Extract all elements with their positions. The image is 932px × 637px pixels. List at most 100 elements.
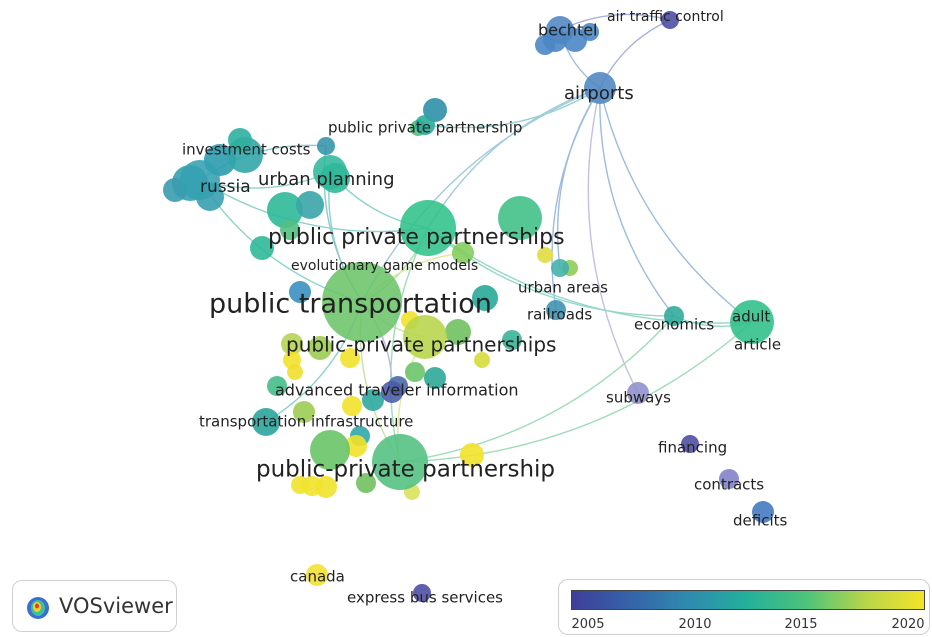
bubble-air-traffic-control[interactable] xyxy=(661,11,679,29)
bubble-bechtel[interactable] xyxy=(546,16,574,44)
minor-term-bubble[interactable] xyxy=(267,376,287,396)
link-airports-public-transportation xyxy=(361,87,601,303)
minor-term-bubble[interactable] xyxy=(296,191,324,219)
minor-term-bubble[interactable] xyxy=(342,396,362,416)
bubble-contracts[interactable] xyxy=(719,469,739,489)
bubble-public-transportation[interactable] xyxy=(322,262,402,342)
bubble-investment-costs[interactable] xyxy=(317,137,335,155)
link-public-private-partnership-b-economics xyxy=(399,315,675,463)
minor-term-bubble[interactable] xyxy=(287,364,303,380)
minor-term-bubble[interactable] xyxy=(293,401,315,423)
label-public-private-partnership-b[interactable]: public-private partnership xyxy=(256,457,555,483)
minor-term-bubble[interactable] xyxy=(581,23,599,41)
label-canada[interactable]: canada xyxy=(290,568,345,586)
bubble-evolutionary-game-models[interactable] xyxy=(452,242,474,264)
minor-term-bubble[interactable] xyxy=(472,285,498,311)
minor-term-bubble[interactable] xyxy=(267,192,303,228)
minor-term-bubble[interactable] xyxy=(474,352,490,368)
bubble-financing[interactable] xyxy=(681,435,699,453)
link-public-private-partnership-b-adult xyxy=(399,321,753,463)
link-russia-public-private-partnerships-a xyxy=(199,179,429,233)
label-financing[interactable]: financing xyxy=(658,439,727,457)
label-article[interactable]: article xyxy=(734,336,781,354)
bubble-public-private-partnership-a[interactable] xyxy=(415,115,435,135)
minor-term-bubble[interactable] xyxy=(250,236,274,260)
label-public-private-partnerships-b[interactable]: public-private partnerships xyxy=(286,333,556,357)
link-airports-railroads xyxy=(551,87,601,311)
overlay-color-legend: 2005 2010 2015 2020 xyxy=(558,579,930,635)
label-bechtel[interactable]: bechtel xyxy=(538,21,598,40)
label-investment-costs[interactable]: investment costs xyxy=(182,141,311,159)
minor-term-bubble[interactable] xyxy=(424,367,446,389)
bubble-urban-areas[interactable] xyxy=(551,259,569,277)
bubble-public-private-partnership-b[interactable] xyxy=(372,434,428,490)
label-deficits[interactable]: deficits xyxy=(733,512,787,530)
label-transportation-infrastructure[interactable]: transportation infrastructure xyxy=(199,413,413,431)
legend-tick-2015: 2015 xyxy=(784,617,818,632)
label-express-bus-services[interactable]: express bus services xyxy=(347,589,503,607)
minor-term-bubble[interactable] xyxy=(310,430,350,470)
bubble-public-private-partnerships-a[interactable] xyxy=(400,200,456,256)
label-evolutionary-game-models[interactable]: evolutionary game models xyxy=(291,258,478,274)
label-public-private-partnership-a[interactable]: public private partnership xyxy=(328,119,522,137)
bubble-subways[interactable] xyxy=(627,382,649,404)
vosviewer-logo-icon xyxy=(27,597,49,619)
minor-term-bubble[interactable] xyxy=(502,330,522,350)
label-russia[interactable]: russia xyxy=(200,177,251,197)
bubble-public-private-partnerships-b[interactable] xyxy=(403,315,447,359)
label-advanced-traveler-information[interactable]: advanced traveler information xyxy=(275,381,519,400)
label-railroads[interactable]: railroads xyxy=(527,306,592,324)
link-airports-adult xyxy=(599,87,753,323)
legend-color-bar xyxy=(571,590,925,610)
legend-tick-2005: 2005 xyxy=(571,617,605,632)
label-adult[interactable]: adult xyxy=(732,308,770,326)
minor-term-bubble[interactable] xyxy=(460,443,484,467)
minor-term-bubble[interactable] xyxy=(356,473,376,493)
minor-term-bubble[interactable] xyxy=(445,319,471,345)
label-economics[interactable]: economics xyxy=(634,316,714,334)
bubble-russia[interactable] xyxy=(180,160,220,200)
label-public-transportation[interactable]: public transportation xyxy=(209,289,492,320)
bubble-canada[interactable] xyxy=(306,564,328,586)
label-public-private-partnerships-a[interactable]: public private partnerships xyxy=(268,225,565,250)
bubble-urban-planning[interactable] xyxy=(313,155,347,189)
label-air-traffic-control[interactable]: air traffic control xyxy=(607,9,724,25)
minor-term-bubble[interactable] xyxy=(289,281,311,303)
bubble-layer xyxy=(163,11,774,602)
link-public-private-partnership-a-airports xyxy=(424,87,601,129)
bubble-adult[interactable] xyxy=(730,300,774,344)
minor-term-bubble[interactable] xyxy=(308,336,332,360)
minor-term-bubble[interactable] xyxy=(340,348,360,368)
bubble-advanced-traveler-information[interactable] xyxy=(381,381,403,403)
minor-term-bubble[interactable] xyxy=(228,128,252,152)
bubble-airports[interactable] xyxy=(584,72,616,104)
label-urban-planning[interactable]: urban planning xyxy=(258,169,395,190)
label-airports[interactable]: airports xyxy=(564,83,634,104)
bubble-railroads[interactable] xyxy=(546,300,566,320)
link-public-private-partnerships-a-public-private-partnership-b xyxy=(389,227,429,463)
bubble-transportation-infrastructure[interactable] xyxy=(252,408,280,436)
legend-tick-2010: 2010 xyxy=(678,617,712,632)
legend-tick-2020: 2020 xyxy=(891,617,925,632)
label-urban-areas[interactable]: urban areas xyxy=(518,279,608,297)
vosviewer-logo[interactable]: VOSviewer xyxy=(12,580,177,632)
link-airports-subways xyxy=(587,87,639,394)
minor-term-bubble[interactable] xyxy=(281,333,303,355)
minor-term-bubble[interactable] xyxy=(345,435,367,457)
link-airports-economics xyxy=(599,87,675,317)
minor-term-bubble[interactable] xyxy=(405,362,425,382)
label-layer: air traffic control bechtel airports public… xyxy=(182,9,787,607)
label-subways[interactable]: subways xyxy=(606,389,671,407)
bubble-economics[interactable] xyxy=(664,306,684,326)
minor-term-bubble[interactable] xyxy=(280,220,300,240)
logo-text: VOSviewer xyxy=(59,594,173,618)
minor-term-bubble[interactable] xyxy=(362,389,384,411)
minor-term-bubble[interactable] xyxy=(498,196,542,240)
label-contracts[interactable]: contracts xyxy=(694,476,764,494)
bubble-deficits[interactable] xyxy=(752,501,774,523)
bubble-express-bus-services[interactable] xyxy=(413,584,431,602)
minor-term-bubble[interactable] xyxy=(537,247,553,263)
minor-term-bubble[interactable] xyxy=(535,35,555,55)
minor-term-bubble[interactable] xyxy=(315,476,337,498)
